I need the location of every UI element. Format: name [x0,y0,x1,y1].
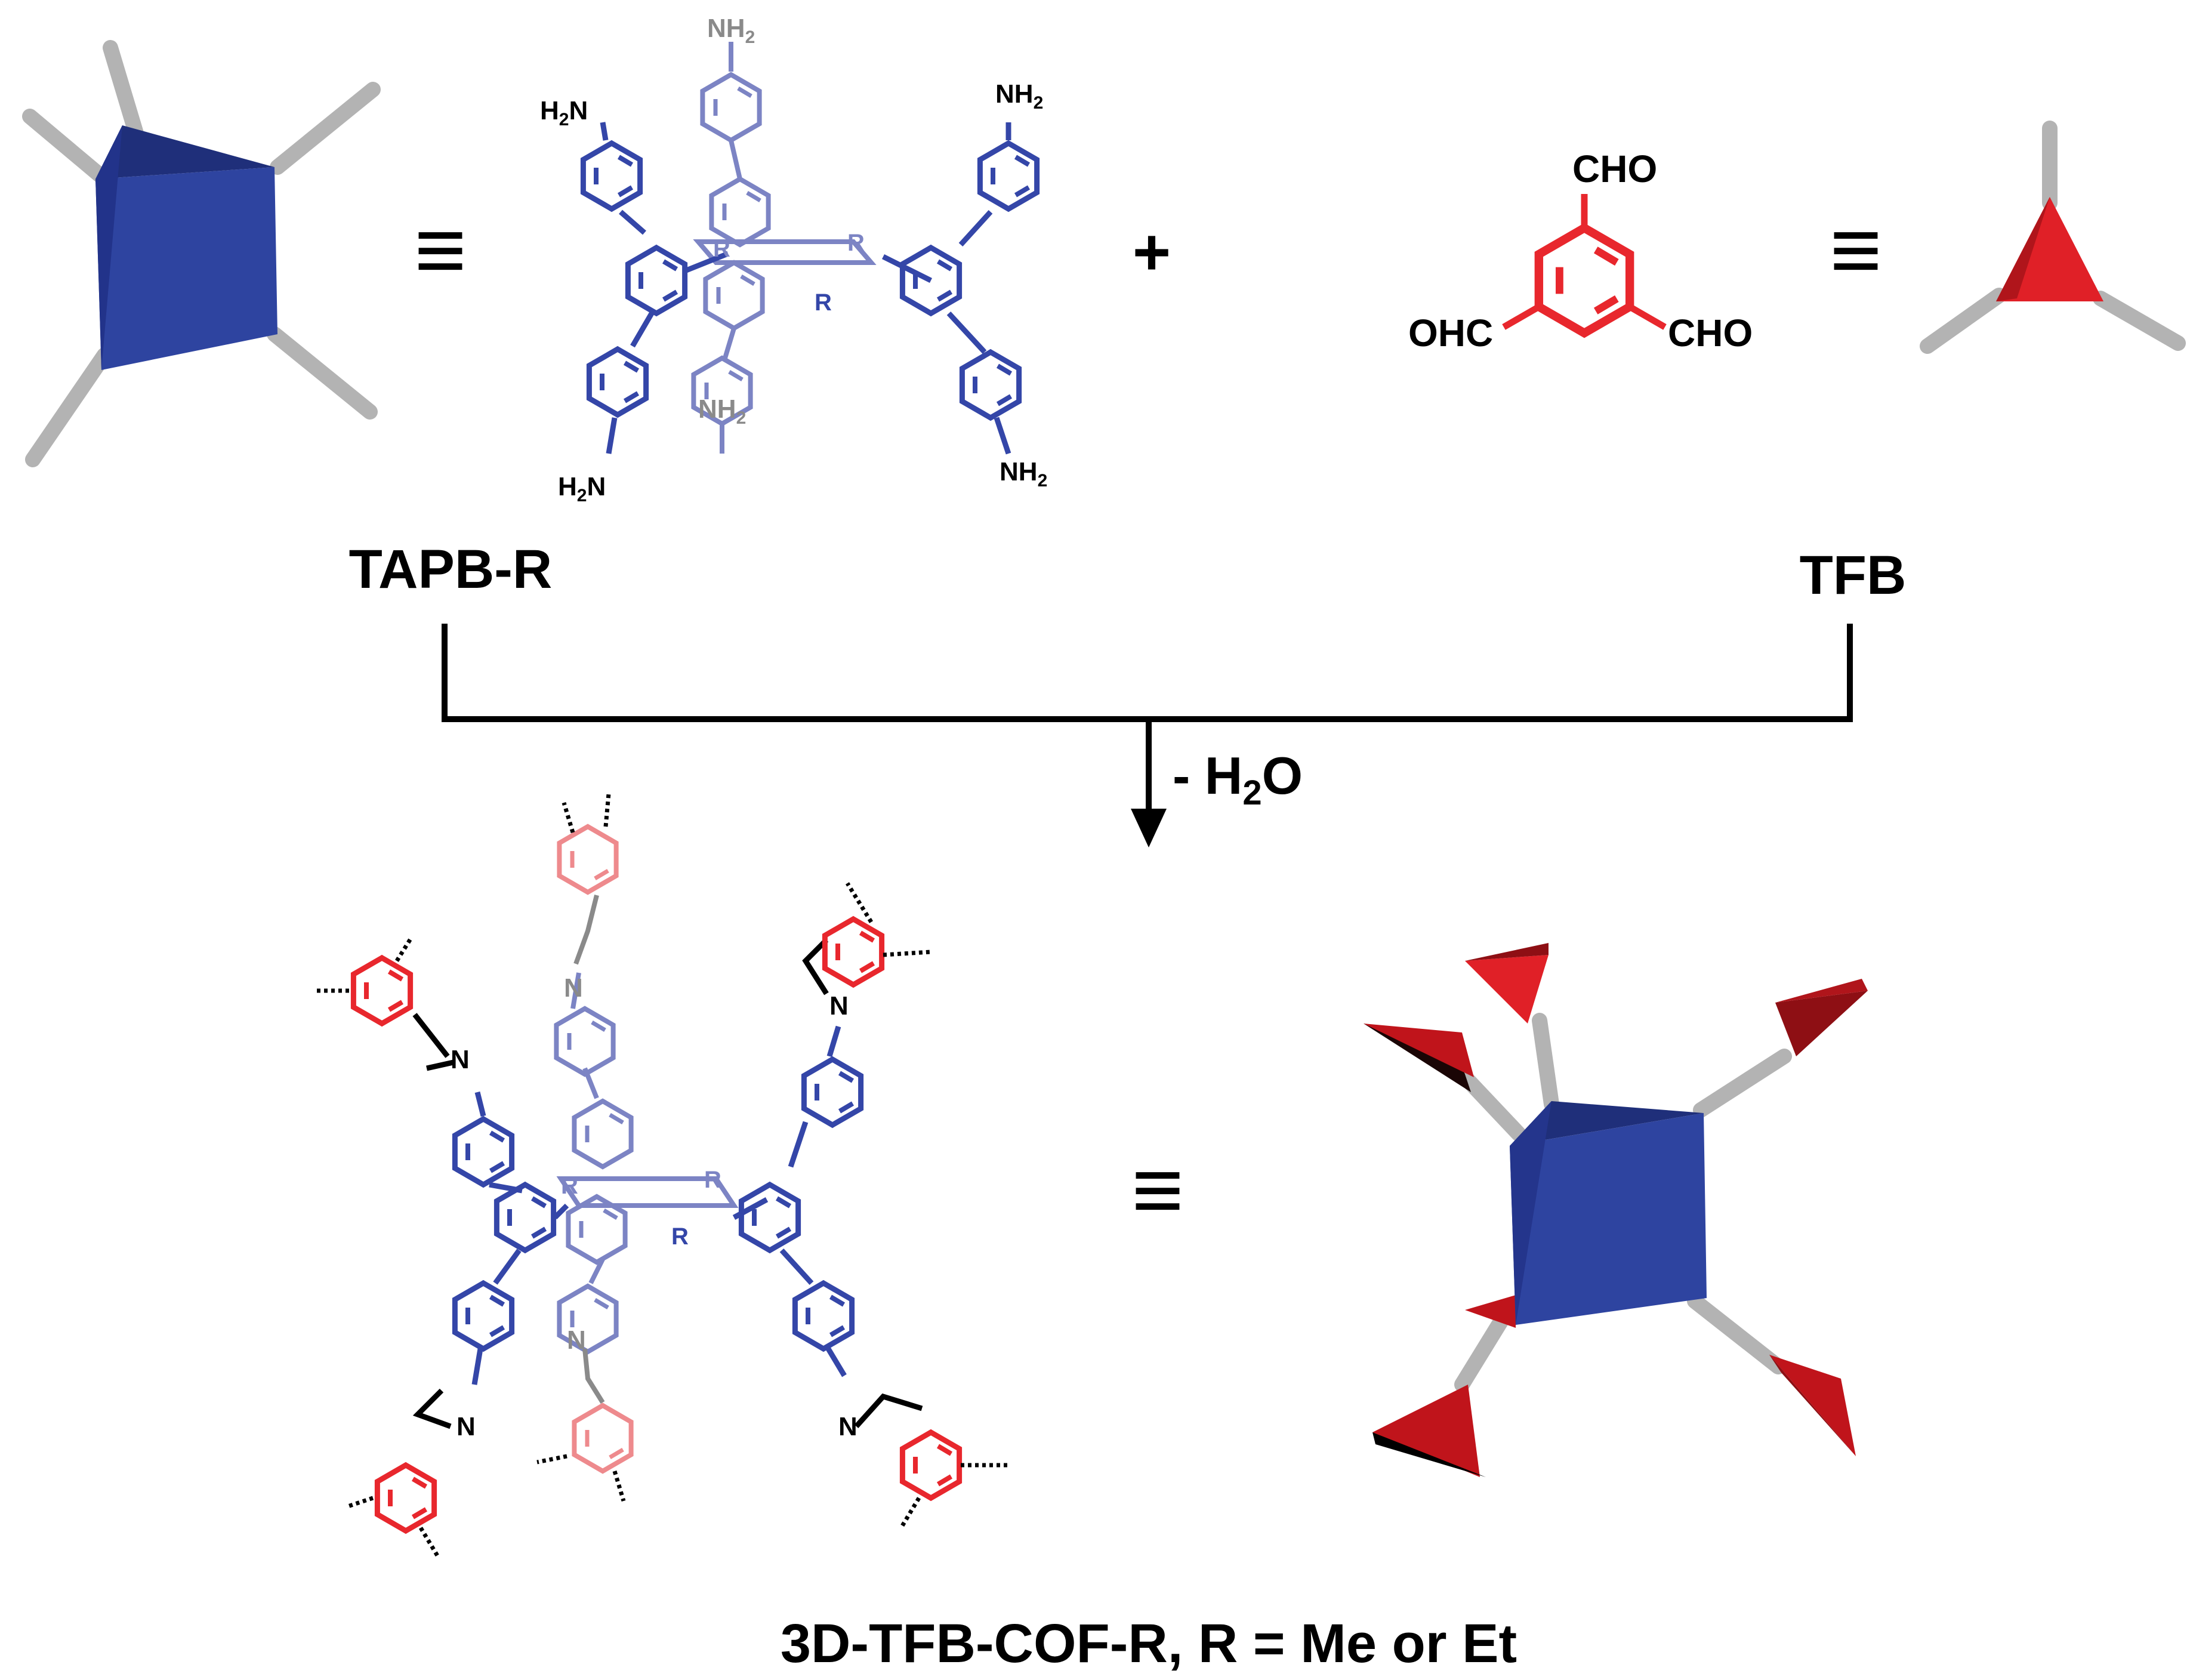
tfb-structure: CHO OHC CHO [1408,147,1753,355]
amine-right-top: NH2 [995,79,1043,113]
r-label-5: R [704,1167,721,1193]
equivalence-sign-2: ≡ [1830,199,1882,300]
tapb-r-label: TAPB-R [349,539,553,600]
cho-top: CHO [1572,147,1657,190]
amine-left-top: H2N [540,96,588,130]
reaction-arrow-head [1131,809,1167,847]
imine-n-4: N [567,1325,586,1355]
svg-text:H2N: H2N [558,472,606,505]
svg-text:NH2: NH2 [698,394,746,428]
amine-top: NH2 [707,14,755,47]
imine-n-6: N [838,1412,858,1441]
cho-right: CHO [1668,312,1753,355]
tapb-r-structure: R R R NH2 H2N NH2 NH2 H2N NH2 [540,14,1047,505]
cof-node-icon [1364,943,1868,1477]
imine-n-1: N [451,1045,470,1074]
imine-n-3: N [829,991,849,1021]
ohc-left: OHC [1408,312,1493,355]
r-label-1: R [713,236,730,262]
amine-left-bottom: H2N [558,472,606,505]
reaction-condition: - H2O [1173,746,1303,812]
equivalence-sign-1: ≡ [414,199,467,300]
equivalence-sign-3: ≡ [1131,1139,1184,1240]
plus-sign: + [1133,215,1171,289]
svg-text:H2N: H2N [540,96,588,130]
r-label-3: R [815,289,832,316]
amine-bottom-grey: NH2 [698,394,746,428]
triangular-node-icon [1920,121,2186,354]
r-label-2: R [847,230,865,256]
product-label: 3D-TFB-COF-R, R = Me or Et [781,1613,1517,1674]
imine-n-5: N [456,1412,476,1441]
cof-fragment-structure: R R R N N N N N N [313,793,1008,1559]
tfb-label: TFB [1800,545,1907,606]
svg-text:NH2: NH2 [1000,457,1047,491]
svg-text:NH2: NH2 [995,79,1043,113]
amine-right-bottom: NH2 [1000,457,1047,491]
r-label-6: R [671,1223,689,1250]
svg-text:NH2: NH2 [707,14,755,47]
tetrahedral-node-icon [22,40,381,467]
r-label-4: R [561,1173,578,1199]
reaction-bracket [442,624,1853,812]
imine-n-2: N [564,973,583,1003]
